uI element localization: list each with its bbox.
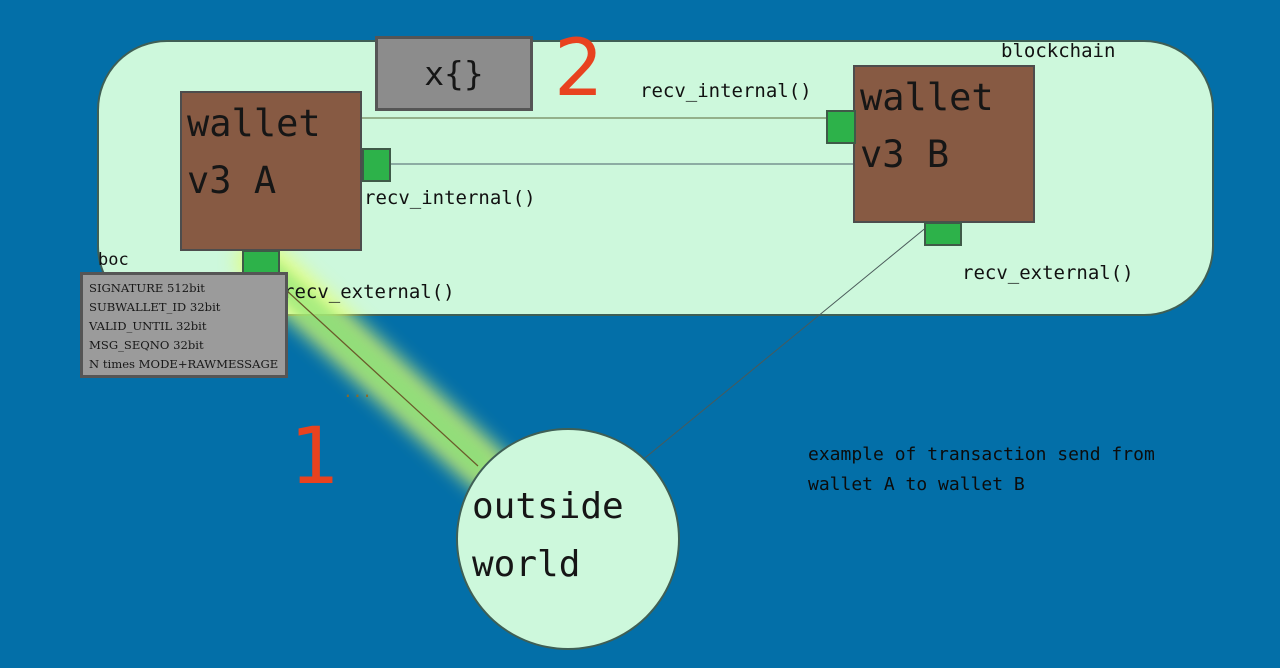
wallet-a-recv-external-label: recv_external() [283, 281, 455, 303]
wallet-b-recv-internal-label: recv_internal() [640, 80, 812, 102]
diagram-caption: example of transaction send from wallet … [808, 440, 1155, 500]
boc-field: VALID_UNTIL 32bit [89, 319, 207, 333]
outside-world-line1: outside [472, 486, 624, 527]
wallet-a-internal-port [362, 148, 391, 182]
caption-line2: wallet A to wallet B [808, 474, 1025, 495]
ellipsis-marker: ... [343, 382, 372, 401]
wallet-a-line2: v3 A [187, 159, 277, 202]
boc-field: SIGNATURE 512bit [89, 281, 205, 295]
wallet-b-external-port [924, 222, 962, 246]
internal-message-box: x{} [375, 36, 533, 111]
boc-field: N times MODE+RAWMESSAGE [89, 357, 279, 371]
wallet-b-line1: wallet [860, 76, 994, 119]
boc-structure-box: SIGNATURE 512bit SUBWALLET_ID 32bit VALI… [80, 272, 288, 378]
caption-line1: example of transaction send from [808, 444, 1155, 465]
wallet-b-node: wallet v3 B [853, 65, 1035, 223]
wallet-b-recv-external-label: recv_external() [962, 262, 1134, 284]
step-number-1: 1 [290, 412, 340, 502]
outside-world-line2: world [472, 544, 581, 585]
line-outside-to-b-external [639, 225, 929, 463]
wallet-b-line2: v3 B [860, 133, 950, 176]
line-outside-to-a-external [261, 267, 479, 467]
glow-core-step-1 [257, 259, 491, 475]
wallet-a-external-port [242, 250, 280, 274]
wallet-a-recv-internal-label: recv_internal() [364, 187, 536, 209]
wallet-a-node: wallet v3 A [180, 91, 362, 251]
wallet-b-internal-port [826, 110, 856, 144]
blockchain-label: blockchain [1001, 40, 1116, 62]
boc-field: MSG_SEQNO 32bit [89, 338, 204, 352]
step-number-2: 2 [554, 24, 604, 114]
internal-message-label: x{} [424, 54, 484, 93]
outside-world-node: outside world [456, 428, 680, 650]
wallet-a-line1: wallet [187, 102, 321, 145]
boc-field: SUBWALLET_ID 32bit [89, 300, 221, 314]
boc-label: boc [98, 250, 129, 270]
